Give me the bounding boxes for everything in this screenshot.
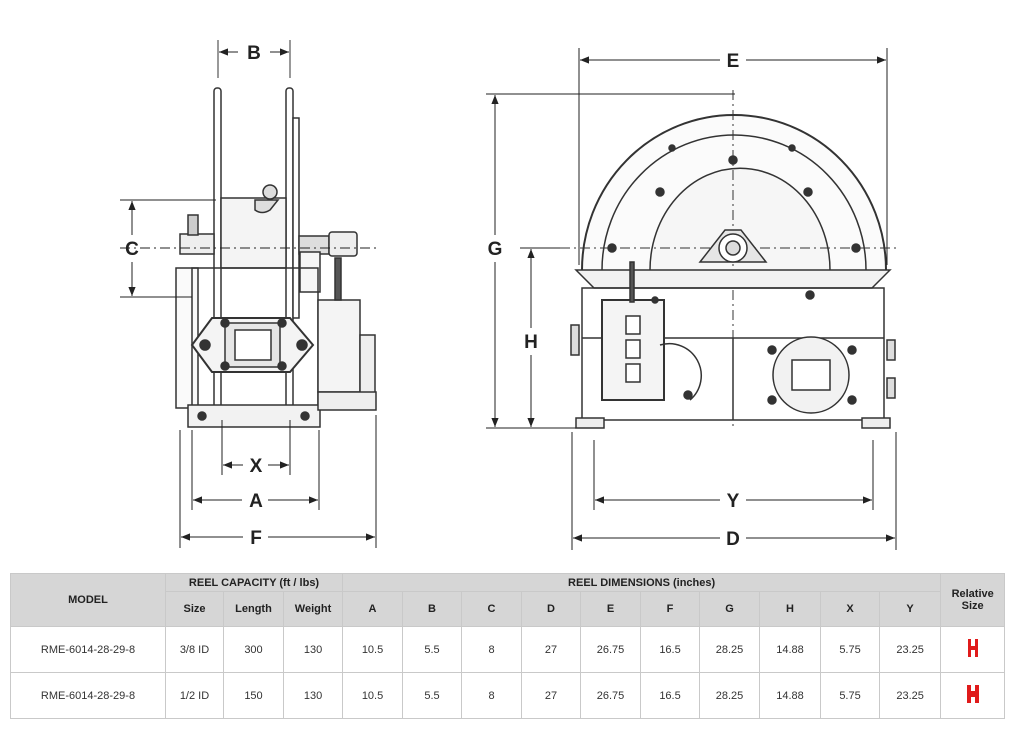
dim-label-G: G — [488, 239, 503, 260]
col-header-x: X — [820, 591, 881, 627]
cell-y: 23.25 — [879, 626, 942, 673]
cell-h: 14.88 — [759, 626, 822, 673]
dim-label-A: A — [249, 491, 263, 512]
cell-c: 8 — [461, 672, 523, 719]
table-row: RME-6014-28-29-8 3/8 ID 300 130 10.5 5.5… — [10, 626, 1006, 673]
cell-length: 300 — [223, 626, 284, 673]
col-header-h: H — [759, 591, 822, 627]
cell-h: 14.88 — [759, 672, 822, 719]
cell-a: 10.5 — [342, 626, 404, 673]
red-hose-icon — [966, 685, 979, 703]
cell-size: 1/2 ID — [165, 672, 224, 719]
cell-length: 150 — [223, 672, 284, 719]
cell-d: 27 — [521, 626, 582, 673]
cell-b: 5.5 — [402, 672, 463, 719]
cell-weight: 130 — [282, 626, 344, 673]
cell-f: 16.5 — [640, 672, 701, 719]
cell-e: 26.75 — [580, 626, 642, 673]
front-view-dimensions — [486, 48, 897, 550]
header-relative-size: Relative Size — [940, 573, 1006, 627]
cell-model: RME-6014-28-29-8 — [10, 672, 166, 719]
header-reel-capacity: REEL CAPACITY (ft / lbs) — [164, 573, 344, 592]
cell-model: RME-6014-28-29-8 — [10, 626, 166, 673]
col-header-a: A — [342, 591, 404, 627]
side-view — [175, 40, 377, 428]
col-header-length: Length — [223, 591, 284, 627]
dim-label-F: F — [250, 528, 262, 549]
cell-y: 23.25 — [879, 672, 942, 719]
cell-e: 26.75 — [580, 672, 642, 719]
cell-relative-size — [940, 672, 1006, 719]
cell-x: 5.75 — [820, 672, 881, 719]
col-header-b: B — [402, 591, 463, 627]
dim-label-B: B — [247, 43, 261, 64]
reel-dimension-drawing: B C X A F E G H Y D — [120, 40, 900, 550]
col-header-size: Size — [165, 591, 224, 627]
col-header-f: F — [640, 591, 701, 627]
side-view-dimensions — [120, 48, 380, 548]
cell-g: 28.25 — [699, 626, 761, 673]
cell-d: 27 — [521, 672, 582, 719]
reel-spec-table: MODEL REEL CAPACITY (ft / lbs) REEL DIME… — [10, 573, 1006, 719]
cell-c: 8 — [461, 626, 523, 673]
cell-x: 5.75 — [820, 626, 881, 673]
cell-g: 28.25 — [699, 672, 761, 719]
col-header-c: C — [461, 591, 523, 627]
dim-label-X: X — [250, 456, 263, 477]
table-row: RME-6014-28-29-8 1/2 ID 150 130 10.5 5.5… — [10, 672, 1006, 719]
col-header-weight: Weight — [282, 591, 344, 627]
header-model: MODEL — [10, 573, 166, 627]
col-header-g: G — [699, 591, 761, 627]
front-view — [560, 90, 900, 430]
dim-label-C: C — [125, 239, 139, 260]
dim-label-Y: Y — [727, 491, 740, 512]
cell-size: 3/8 ID — [165, 626, 224, 673]
col-header-e: E — [580, 591, 642, 627]
dim-label-H: H — [524, 332, 538, 353]
cell-f: 16.5 — [640, 626, 701, 673]
cell-weight: 130 — [282, 672, 344, 719]
col-header-d: D — [521, 591, 582, 627]
cell-b: 5.5 — [402, 626, 463, 673]
header-reel-dimensions: REEL DIMENSIONS (inches) — [342, 573, 942, 592]
red-hose-icon — [967, 639, 978, 657]
cell-a: 10.5 — [342, 672, 404, 719]
col-header-y: Y — [879, 591, 942, 627]
cell-relative-size — [940, 626, 1006, 673]
dim-label-E: E — [727, 51, 740, 72]
dim-label-D: D — [726, 529, 740, 550]
